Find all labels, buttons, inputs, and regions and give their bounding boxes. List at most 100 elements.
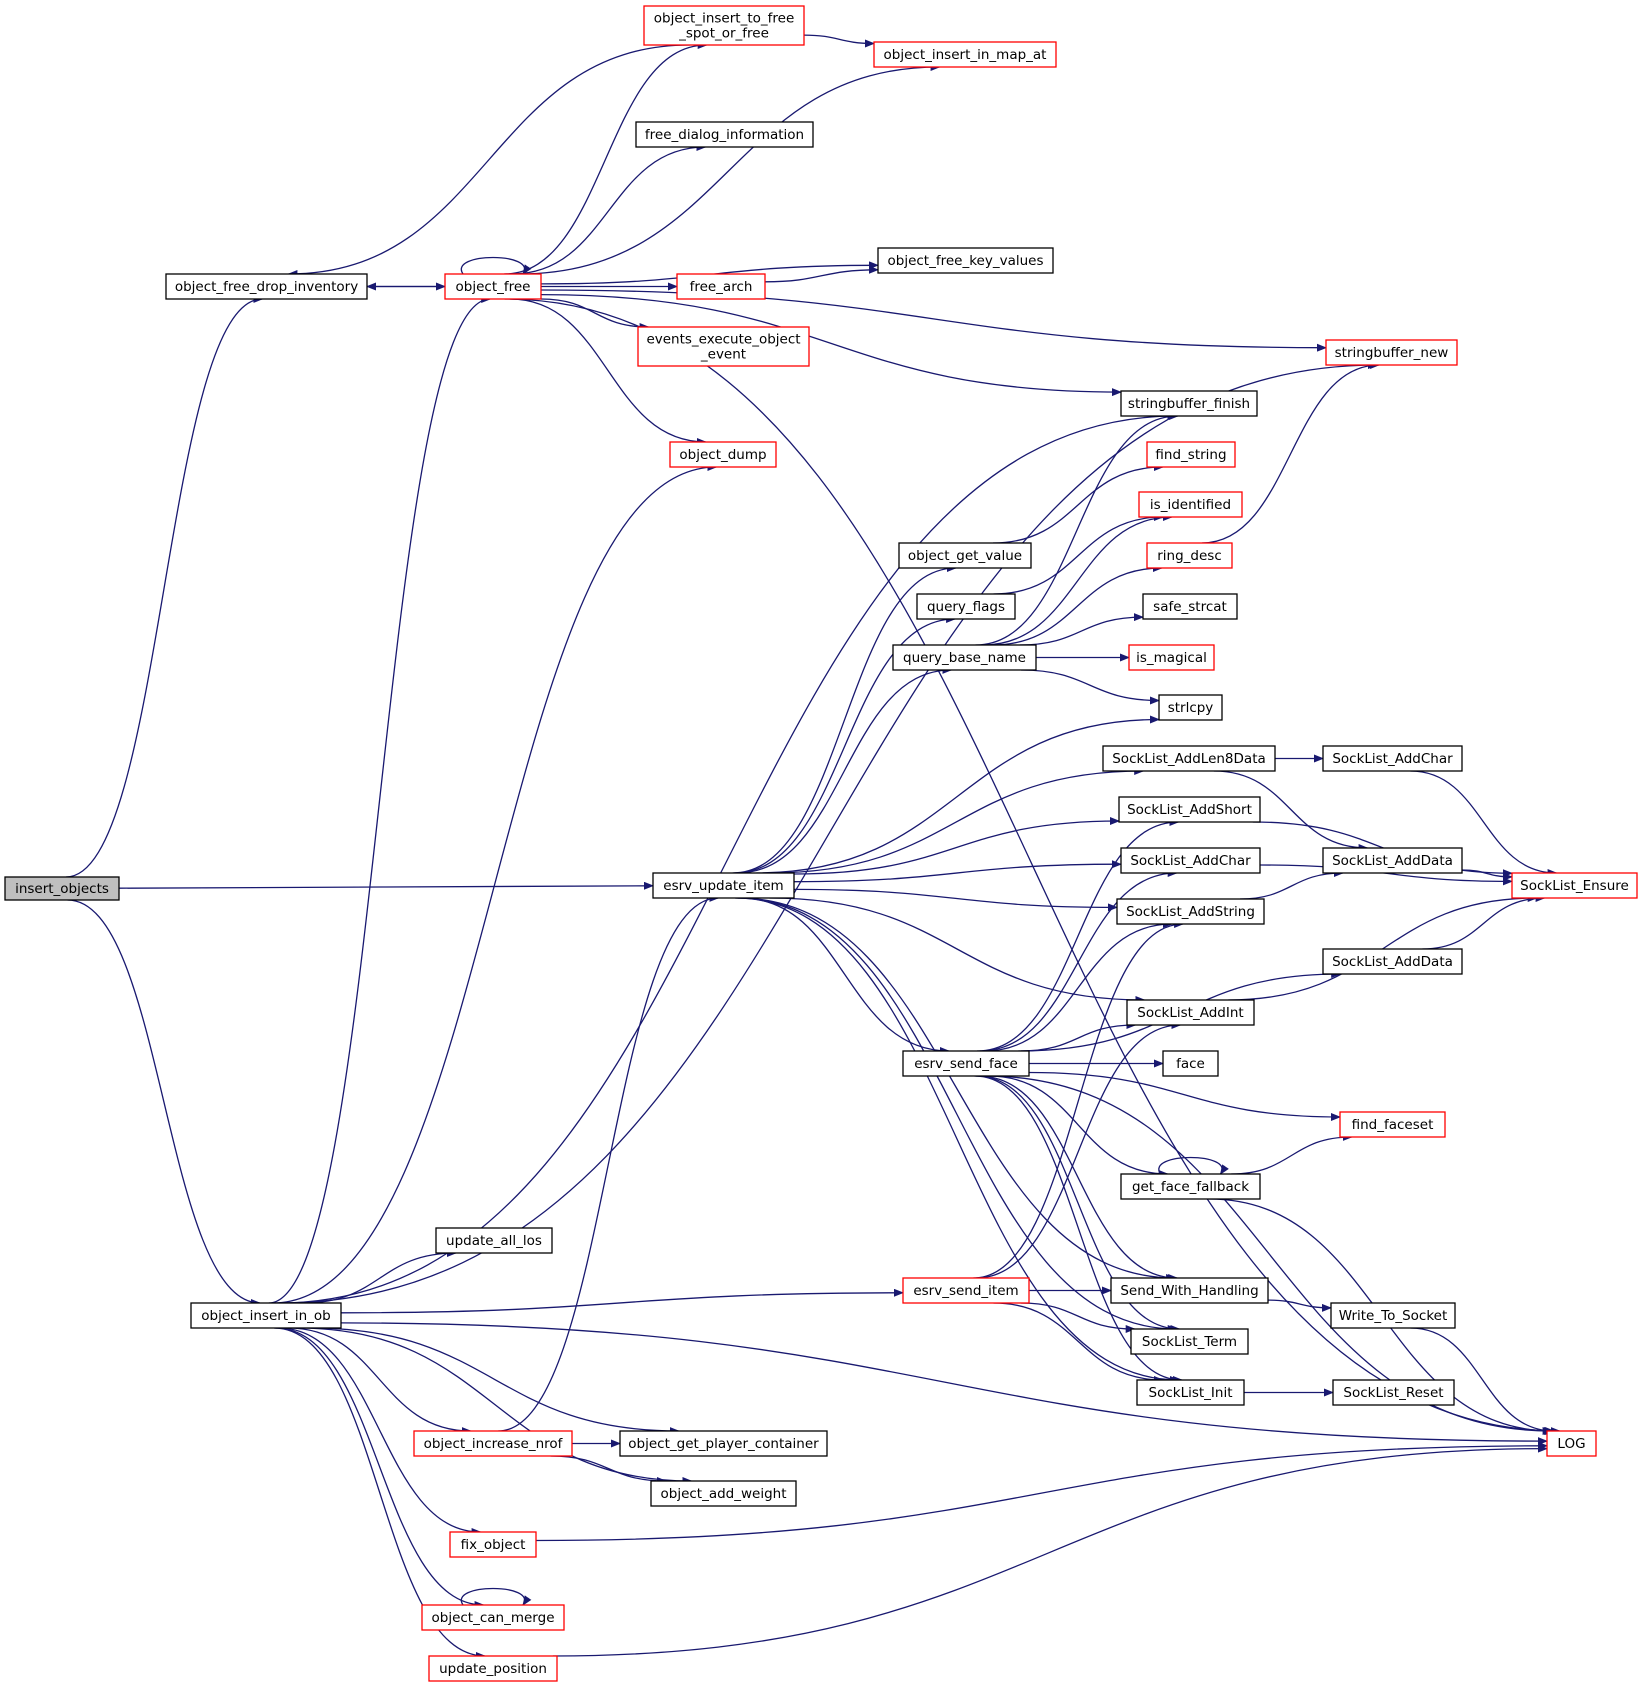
node-socklist-adddata-2[interactable]: SockList_AddData — [1322, 948, 1463, 975]
node-query-flags[interactable]: query_flags — [916, 593, 1016, 620]
node-stringbuffer-finish[interactable]: stringbuffer_finish — [1120, 390, 1258, 417]
edge-esrv-update-item-to-strlcpy — [756, 715, 1160, 874]
node-object-get-player-container[interactable]: object_get_player_container — [619, 1430, 828, 1457]
node-box — [916, 593, 1016, 620]
node-label: esrv_update_item — [663, 878, 783, 894]
edge-esrv-update-item-to-query-base-name — [736, 666, 953, 874]
edge-esrv-send-face-to-log — [985, 1075, 1553, 1435]
edge-esrv-send-item-to-socklist-init — [993, 1302, 1164, 1384]
node-socklist-addstring[interactable]: SockList_AddString — [1116, 898, 1265, 925]
node-label: SockList_AddChar — [1332, 751, 1453, 767]
node-box — [619, 1430, 828, 1457]
node-label: SockList_Init — [1149, 1385, 1233, 1401]
node-box — [1120, 847, 1261, 874]
node-find-faceset[interactable]: find_faceset — [1339, 1111, 1446, 1138]
node-box — [1126, 999, 1255, 1026]
node-face[interactable]: face — [1162, 1050, 1219, 1077]
node-update-all-los[interactable]: update_all_los — [435, 1227, 553, 1254]
edge-object-insert-in-ob-to-object-can-merge — [275, 1327, 485, 1609]
node-socklist-addchar-r[interactable]: SockList_AddChar — [1322, 745, 1463, 772]
node-safe-strcat[interactable]: safe_strcat — [1142, 593, 1238, 620]
node-object-free-drop-inventory[interactable]: object_free_drop_inventory — [165, 273, 368, 300]
edge-esrv-update-item-to-socklist-init — [734, 897, 1180, 1384]
node-label: object_free_drop_inventory — [175, 279, 358, 295]
edge-esrv-update-item-to-socklist-addshort — [793, 817, 1120, 875]
node-object-insert-in-map-at[interactable]: object_insert_in_map_at — [873, 41, 1057, 68]
node-stringbuffer-new[interactable]: stringbuffer_new — [1325, 339, 1458, 366]
node-esrv-update-item[interactable]: esrv_update_item — [652, 872, 795, 899]
node-socklist-init[interactable]: SockList_Init — [1136, 1379, 1245, 1406]
node-strlcpy[interactable]: strlcpy — [1158, 694, 1223, 721]
node-socklist-addlen8data[interactable]: SockList_AddLen8Data — [1102, 745, 1276, 772]
node-box — [1142, 593, 1238, 620]
node-is-magical[interactable]: is_magical — [1128, 644, 1215, 671]
node-label: safe_strcat — [1153, 599, 1227, 615]
node-get-face-fallback[interactable]: get_face_fallback — [1120, 1173, 1261, 1200]
edge-socklist-addchar-r-to-socklist-ensure — [1410, 770, 1558, 877]
node-write-to-socket[interactable]: Write_To_Socket — [1330, 1302, 1456, 1329]
node-label: events_execute_object — [646, 332, 800, 348]
node-object-add-weight[interactable]: object_add_weight — [650, 1480, 797, 1507]
node-esrv-send-item[interactable]: esrv_send_item — [902, 1277, 1030, 1304]
node-label: SockList_AddLen8Data — [1112, 751, 1266, 767]
node-socklist-term[interactable]: SockList_Term — [1130, 1328, 1249, 1355]
node-box — [1322, 745, 1463, 772]
node-label: free_arch — [690, 279, 753, 295]
node-object-can-merge[interactable]: object_can_merge — [421, 1604, 565, 1631]
edge-esrv-update-item-to-send-with-handling — [737, 897, 1177, 1282]
edge-esrv-send-face-to-socklist-addchar — [979, 869, 1178, 1052]
node-box — [1322, 847, 1463, 874]
node-fix-object[interactable]: fix_object — [449, 1531, 537, 1558]
node-object-get-value[interactable]: object_get_value — [898, 542, 1032, 569]
node-query-base-name[interactable]: query_base_name — [892, 644, 1037, 671]
node-socklist-adddata-1[interactable]: SockList_AddData — [1322, 847, 1463, 874]
node-find-string[interactable]: find_string — [1146, 441, 1236, 468]
node-object-increase-nrof[interactable]: object_increase_nrof — [413, 1430, 573, 1457]
node-free-dialog-information[interactable]: free_dialog_information — [635, 121, 814, 148]
node-socklist-addshort[interactable]: SockList_AddShort — [1118, 796, 1261, 823]
node-label: SockList_AddChar — [1130, 853, 1251, 869]
node-label: ring_desc — [1157, 548, 1222, 564]
node-object-free-key-values[interactable]: object_free_key_values — [877, 247, 1054, 274]
node-esrv-send-face[interactable]: esrv_send_face — [902, 1050, 1030, 1077]
node-label: LOG — [1557, 1436, 1585, 1452]
edge-object-free-to-object-insert-to-free-spot-or-free — [504, 41, 708, 275]
node-insert-objects[interactable]: insert_objects — [4, 876, 120, 901]
edge-esrv-send-face-to-get-face-fallback — [988, 1075, 1169, 1178]
edge-object-insert-in-ob-to-object-dump — [272, 463, 718, 1304]
node-label: query_flags — [927, 599, 1005, 615]
node-is-identified[interactable]: is_identified — [1138, 491, 1243, 518]
node-box — [1339, 1111, 1446, 1138]
node-socklist-ensure[interactable]: SockList_Ensure — [1511, 872, 1638, 899]
node-object-insert-in-ob[interactable]: object_insert_in_ob — [190, 1302, 342, 1329]
node-box — [1332, 1379, 1455, 1406]
node-box — [1162, 1050, 1219, 1077]
edge-get-face-fallback-to-find-faceset — [1231, 1133, 1353, 1175]
edge-object-free-to-object-free — [460, 256, 532, 275]
node-object-insert-to-free-spot-or-free[interactable]: object_insert_to_free_spot_or_free — [643, 5, 805, 46]
edge-object-increase-nrof-to-object-add-weight — [550, 1455, 667, 1485]
node-box — [444, 273, 542, 300]
edge-insert-objects-to-object-insert-in-ob — [67, 899, 261, 1307]
edge-esrv-send-face-to-find-faceset — [1028, 1071, 1341, 1121]
node-box — [1146, 441, 1236, 468]
node-socklist-reset[interactable]: SockList_Reset — [1332, 1379, 1455, 1406]
nodes-layer: insert_objects object_free_drop_inventory… — [4, 5, 1638, 1682]
node-ring-desc[interactable]: ring_desc — [1146, 542, 1233, 569]
node-update-position[interactable]: update_position — [428, 1655, 558, 1682]
node-send-with-handling[interactable]: Send_With_Handling — [1110, 1277, 1269, 1304]
node-free-arch[interactable]: free_arch — [676, 273, 766, 300]
node-socklist-addint[interactable]: SockList_AddInt — [1126, 999, 1255, 1026]
node-box — [1138, 491, 1243, 518]
node-events-execute-object-event[interactable]: events_execute_object_event — [637, 326, 810, 367]
node-label: is_magical — [1136, 650, 1207, 666]
node-log[interactable]: LOG — [1546, 1430, 1597, 1457]
node-socklist-addchar[interactable]: SockList_AddChar — [1120, 847, 1261, 874]
node-box — [1511, 872, 1638, 899]
edge-object-insert-to-free-spot-or-free-to-object-insert-in-map-at — [803, 34, 875, 48]
node-object-free[interactable]: object_free — [444, 273, 542, 300]
node-label: stringbuffer_new — [1335, 345, 1449, 361]
node-box — [4, 876, 120, 901]
node-object-dump[interactable]: object_dump — [669, 441, 777, 468]
node-label: find_string — [1155, 447, 1226, 463]
